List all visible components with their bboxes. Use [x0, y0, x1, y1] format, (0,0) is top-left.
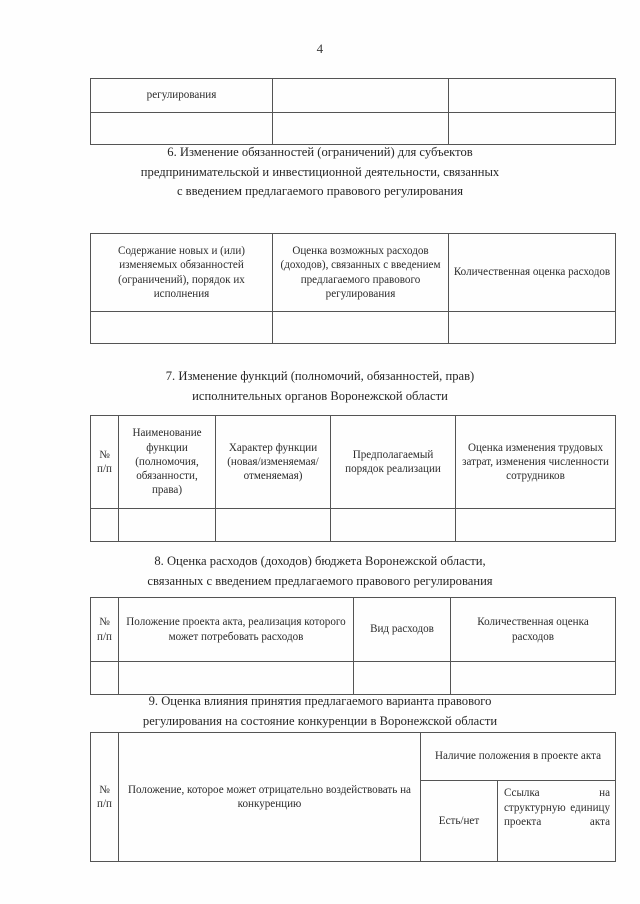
section-6-heading: 6. Изменение обязанностей (ограничений) …: [70, 143, 570, 202]
page-number: 4: [316, 41, 324, 56]
cell-empty: [448, 78, 616, 113]
cell-empty: [215, 508, 331, 542]
header-row-number: № п/п: [90, 732, 119, 862]
header-function-character: Характер функции (новая/изменяемая/ отме…: [215, 415, 331, 509]
header-quantitative-estimate: Количественная оценка расходов: [448, 233, 616, 312]
header-row-number: № п/п: [90, 597, 119, 662]
table-header-row: № п/п Наименование функции (полномочия, …: [90, 415, 616, 509]
heading-line: регулирования на состояние конкуренции в…: [142, 713, 498, 728]
cell-regulation-label: регулирования: [90, 78, 273, 113]
cell-empty: [455, 508, 616, 542]
table-row: [90, 508, 616, 542]
cell-empty: [448, 112, 616, 145]
header-provision-presence: Наличие положения в проекте акта: [420, 732, 616, 781]
cell-empty: [448, 311, 616, 344]
subheader-yes-no: Есть/нет: [420, 780, 498, 862]
table-subheader-row: Есть/нет Ссылка на структурную единицу п…: [91, 780, 616, 862]
cell-empty: [118, 661, 354, 695]
section-7-heading: 7. Изменение функций (полномочий, обязан…: [70, 367, 570, 406]
heading-line: с введением предлагаемого правового регу…: [176, 184, 464, 198]
header-row-number: № п/п: [90, 415, 119, 509]
header-quantitative-estimate: Количественная оценка расходов: [450, 597, 616, 662]
header-obligations-content: Содержание новых и (или) изменяемых обяз…: [90, 233, 273, 312]
heading-line: связанных с введением предлагаемого прав…: [147, 573, 493, 588]
table-header-row: Содержание новых и (или) изменяемых обяз…: [90, 233, 616, 312]
table-header-row: № п/п Положение проекта акта, реализация…: [90, 597, 616, 662]
heading-line: исполнительных органов Воронежской облас…: [192, 388, 448, 403]
cell-empty: [90, 311, 273, 344]
cell-empty: [272, 112, 449, 145]
heading-line: 8. Оценка расходов (доходов) бюджета Вор…: [154, 554, 486, 568]
subheader-structural-unit-link: Ссылка на структурную единицу проекта ак…: [497, 780, 616, 862]
cell-empty: [330, 508, 456, 542]
table-continuation: регулирования: [90, 78, 616, 145]
table-row: [90, 661, 616, 695]
cell-empty: [272, 78, 449, 113]
table-section-8: № п/п Положение проекта акта, реализация…: [90, 597, 616, 695]
table-section-7: № п/п Наименование функции (полномочия, …: [90, 415, 616, 542]
header-implementation-order: Предполагаемый порядок реализации: [330, 415, 456, 509]
cell-empty: [90, 508, 119, 542]
table-row: [90, 311, 616, 344]
heading-line: предпринимательской и инвестиционной дея…: [140, 164, 500, 179]
table-row: регулирования: [90, 78, 616, 113]
table-header-row: № п/п Положение, которое может отрицател…: [90, 732, 616, 862]
header-labor-cost-estimate: Оценка изменения трудовых затрат, измене…: [455, 415, 616, 509]
cell-empty: [272, 311, 449, 344]
header-competition-provision: Положение, которое может отрицательно во…: [118, 732, 421, 862]
table-section-6: Содержание новых и (или) изменяемых обяз…: [90, 233, 616, 344]
cell-empty: [450, 661, 616, 695]
table-row: [90, 112, 616, 145]
header-expense-type: Вид расходов: [353, 597, 451, 662]
cell-empty: [90, 112, 273, 145]
cell-empty: [90, 661, 119, 695]
heading-line: 7. Изменение функций (полномочий, обязан…: [165, 369, 475, 383]
header-act-provision: Положение проекта акта, реализация котор…: [118, 597, 354, 662]
cell-empty: [118, 508, 216, 542]
section-8-heading: 8. Оценка расходов (доходов) бюджета Вор…: [70, 552, 570, 591]
header-function-name: Наименование функции (полномочия, обязан…: [118, 415, 216, 509]
section-9-heading: 9. Оценка влияния принятия предлагаемого…: [70, 692, 570, 731]
heading-line: 9. Оценка влияния принятия предлагаемого…: [148, 694, 492, 708]
header-expense-estimate: Оценка возможных расходов (доходов), свя…: [272, 233, 449, 312]
table-section-9: № п/п Положение, которое может отрицател…: [90, 732, 616, 862]
cell-empty: [353, 661, 451, 695]
heading-line: 6. Изменение обязанностей (ограничений) …: [167, 145, 473, 159]
